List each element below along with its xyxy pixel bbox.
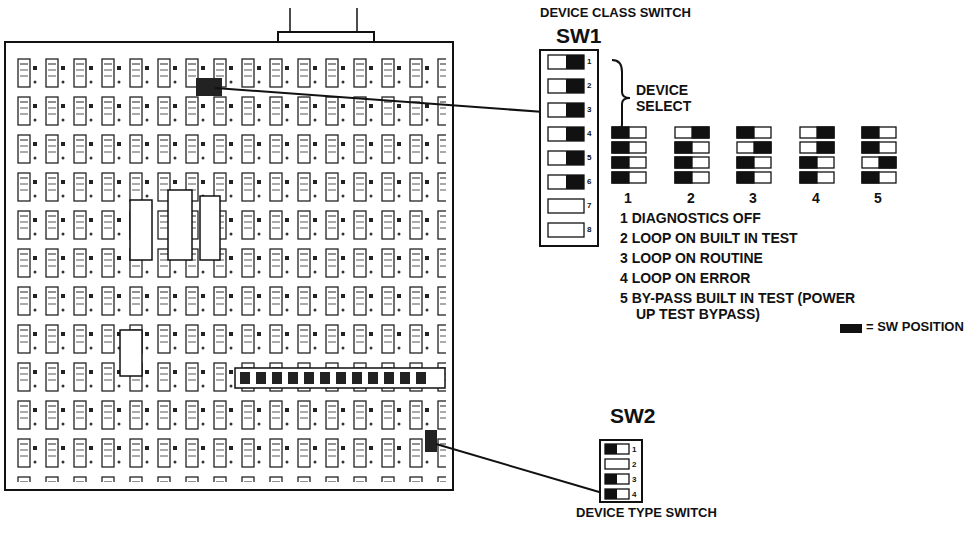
switch-position-number: 6 (587, 177, 591, 186)
switch-title: DEVICE CLASS SWITCH (540, 6, 691, 20)
switch-position-number: 1 (587, 57, 591, 66)
leader-line (436, 444, 606, 494)
setting-number: 2 (687, 190, 695, 206)
switch-group: SW2DEVICE TYPE SWITCH (572, 400, 772, 528)
switch-name: SW1 (556, 24, 602, 47)
circuit-board (5, 8, 453, 490)
switch-position-number: 8 (587, 225, 591, 234)
setting-legend-item: 4 LOOP ON ERROR (620, 270, 750, 286)
setting-legend-item: 1 DIAGNOSTICS OFF (620, 210, 761, 226)
setting-legend-item: 3 LOOP ON ROUTINE (620, 250, 763, 266)
setting-number: 1 (624, 190, 632, 206)
switch-name: SW2 (610, 404, 656, 427)
legend-swatch (840, 324, 862, 333)
setting-legend-item: 5 BY-PASS BUILT IN TEST (POWER UP TEST B… (620, 290, 861, 322)
switch-position-number: 3 (587, 105, 591, 114)
leader-line (215, 88, 544, 112)
switch-position-number: 4 (632, 490, 636, 499)
dip-switch-sw1 (540, 50, 598, 246)
switch-position-number: 4 (587, 129, 591, 138)
bracket-label: DEVICE SELECT (636, 82, 716, 114)
setting-number: 3 (749, 190, 757, 206)
setting-number: 4 (812, 190, 820, 206)
switch-position-number: 5 (587, 153, 591, 162)
switch-position-number: 7 (587, 201, 591, 210)
switch-position-number: 2 (587, 81, 591, 90)
setting-legend-item: 2 LOOP ON BUILT IN TEST (620, 230, 798, 246)
dip-switch-sw2 (600, 440, 642, 502)
switch-setting-samples (612, 127, 896, 183)
switch-position-number: 3 (632, 475, 636, 484)
setting-number: 5 (874, 190, 882, 206)
bracket (612, 60, 630, 136)
legend-text: = SW POSITION (866, 320, 964, 335)
switch-position-number: 2 (632, 460, 636, 469)
switch-title: DEVICE TYPE SWITCH (576, 506, 717, 520)
switch-position-number: 1 (632, 445, 636, 454)
